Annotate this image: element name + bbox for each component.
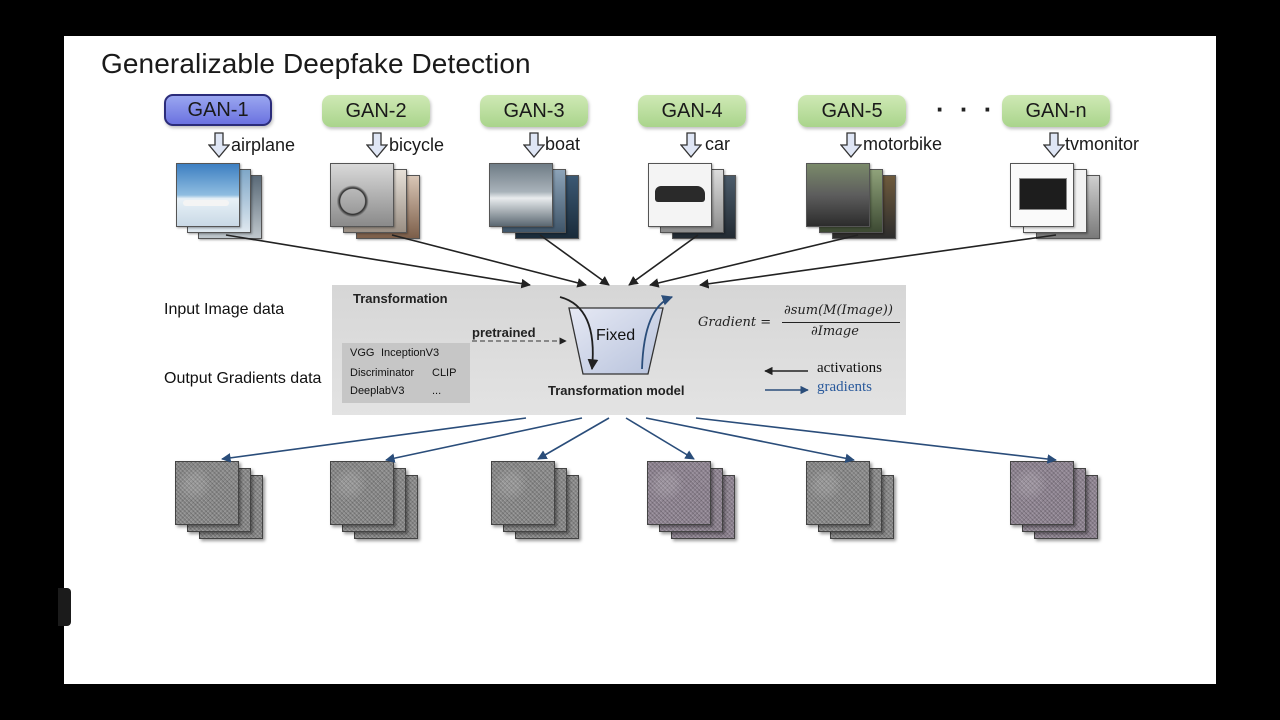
ellipsis: · · · <box>936 94 997 124</box>
gan-2-pill: GAN-2 <box>322 95 430 127</box>
formula-denominator: ∂Image <box>811 324 859 339</box>
gradient-stack-5 <box>806 461 898 541</box>
down-arrow-icon <box>840 132 862 158</box>
output-arrow-4 <box>625 417 695 460</box>
output-row-label: Output Gradients data <box>164 370 322 387</box>
gan-n-pill: GAN-n <box>1002 95 1110 127</box>
gradient-stack-2 <box>330 461 422 541</box>
down-arrow-icon <box>523 132 545 158</box>
bicycle-image-stack <box>330 163 420 239</box>
model-vgg: VGG <box>350 347 375 359</box>
pretrained-label: pretrained <box>472 325 536 340</box>
down-arrow-icon <box>208 132 230 158</box>
formula-numerator: ∂sum(M(Image)) <box>784 303 893 318</box>
slide: Generalizable Deepfake Detection GAN-1 G… <box>64 36 1216 684</box>
down-arrow-icon <box>1043 132 1065 158</box>
motorbike-image-stack <box>806 163 896 239</box>
output-arrow-3 <box>537 417 610 460</box>
gradient-stack-4 <box>647 461 739 541</box>
gradient-stack-n <box>1010 461 1102 541</box>
fixed-label: Fixed <box>596 327 636 344</box>
legend-gradients-label: gradients <box>817 379 872 395</box>
airplane-image-stack <box>176 163 266 239</box>
model-clip: CLIP <box>432 367 457 379</box>
class-label-bicycle: bicycle <box>389 135 445 155</box>
side-panel-tab[interactable] <box>58 588 71 626</box>
gan-5-pill: GAN-5 <box>798 95 906 127</box>
gan-4-pill: GAN-4 <box>638 95 746 127</box>
pretrained-model-list: VGG InceptionV3 Discriminator CLIP Deepl… <box>342 343 470 403</box>
slide-title: Generalizable Deepfake Detection <box>101 48 531 79</box>
formula-lhs: Gradient = <box>698 315 772 330</box>
class-label-car: car <box>705 134 731 154</box>
down-arrow-icon <box>366 132 388 158</box>
gradient-flow-arrow <box>641 295 674 370</box>
gan-1-pill: GAN-1 <box>164 94 272 126</box>
input-arrow-5 <box>649 234 859 288</box>
activation-flow-arrow <box>559 296 599 371</box>
gan-3-pill: GAN-3 <box>480 95 588 127</box>
class-label-tvmonitor: tvmonitor <box>1065 134 1140 154</box>
output-arrow-5 <box>645 417 855 463</box>
gradient-stack-3 <box>491 461 583 541</box>
transformation-heading: Transformation <box>353 291 448 306</box>
transformation-model-caption: Transformation model <box>548 383 685 398</box>
model-more: ... <box>432 385 442 397</box>
down-arrow-icon <box>680 132 702 158</box>
formula-fraction-bar <box>782 322 900 323</box>
class-label-boat: boat <box>545 134 581 154</box>
output-arrow-2 <box>385 417 583 463</box>
input-arrow-2 <box>391 234 587 288</box>
transformation-model-graphic <box>472 295 809 395</box>
tvmonitor-image-stack <box>1010 163 1100 239</box>
boat-image-stack <box>489 163 579 239</box>
car-image-stack <box>648 163 738 239</box>
input-arrow-n <box>699 234 1057 289</box>
input-arrow-3 <box>539 234 610 286</box>
model-inceptionv3: InceptionV3 <box>381 347 440 359</box>
gradient-stack-1 <box>175 461 267 541</box>
input-arrow-1 <box>225 234 531 289</box>
output-arrows <box>221 417 1057 464</box>
input-arrows <box>225 234 1057 289</box>
class-label-motorbike: motorbike <box>863 134 943 154</box>
output-arrow-1 <box>221 417 527 463</box>
input-arrow-4 <box>628 234 699 286</box>
input-row-label: Input Image data <box>164 301 285 318</box>
class-label-airplane: airplane <box>231 135 296 155</box>
legend-activations-label: activations <box>817 360 882 376</box>
model-deeplabv3: DeeplabV3 <box>350 385 405 397</box>
transformation-panel: Transformation VGG InceptionV3 Discrimin… <box>332 285 906 415</box>
model-discriminator: Discriminator <box>350 367 415 379</box>
output-arrow-n <box>695 417 1057 464</box>
